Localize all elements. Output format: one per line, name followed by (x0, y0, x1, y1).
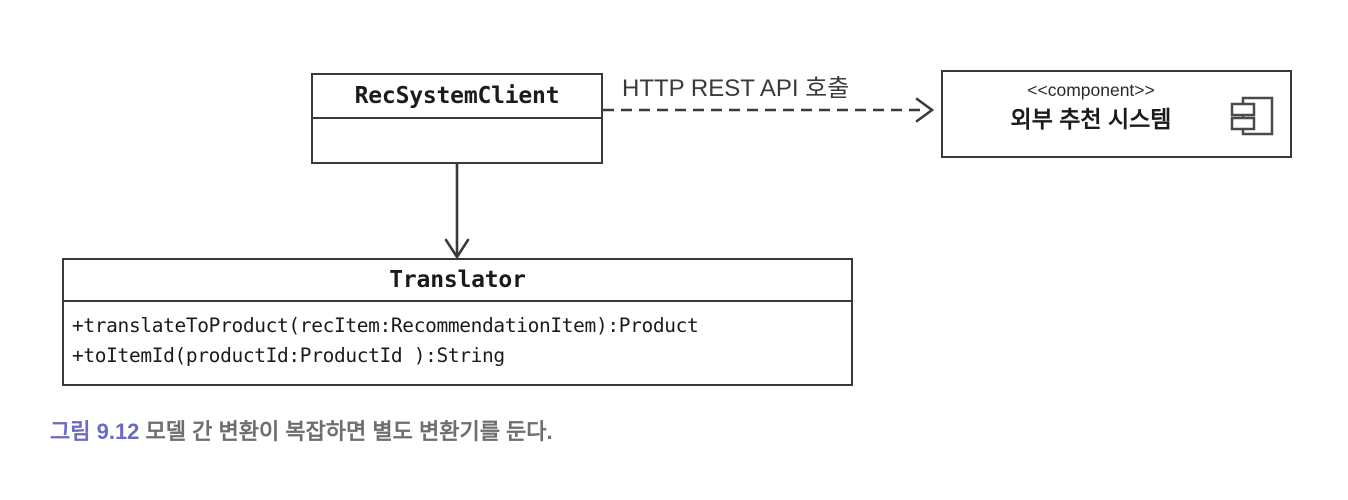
association-arrowhead (444, 238, 470, 260)
compartment-divider (313, 117, 601, 119)
class-name-compartment: RecSystemClient (313, 75, 601, 117)
class-name-label: RecSystemClient (354, 83, 560, 109)
class-box-translator[interactable]: Translator +translateToProduct(recItem:R… (62, 258, 853, 386)
component-stereotype-label: <<component>> (1027, 80, 1155, 100)
component-icon (1230, 96, 1274, 136)
connector-association (444, 164, 470, 260)
class-name-compartment: Translator (64, 260, 851, 300)
dependency-arrowhead (915, 97, 935, 123)
component-box-external-recommendation-system[interactable]: <<component>> 외부 추천 시스템 (941, 70, 1292, 158)
operation-line: +translateToProduct(recItem:Recommendati… (72, 314, 699, 337)
figure-number: 그림 9.12 (50, 419, 140, 444)
figure-caption-text: 모델 간 변환이 복잡하면 별도 변환기를 둔다. (139, 419, 553, 444)
edge-label-http-rest-api: HTTP REST API 호출 (622, 75, 850, 102)
class-box-recsystemclient[interactable]: RecSystemClient (311, 73, 603, 164)
operation-line: +toItemId(productId:ProductId ):String (72, 344, 505, 367)
class-name-label: Translator (389, 267, 526, 293)
class-operations-compartment: +translateToProduct(recItem:Recommendati… (64, 302, 851, 386)
compartment-divider (64, 300, 851, 302)
component-text-block: <<component>> 외부 추천 시스템 (957, 78, 1225, 135)
figure-caption: 그림 9.12 모델 간 변환이 복잡하면 별도 변환기를 둔다. (50, 414, 553, 446)
class-empty-compartment (313, 119, 601, 162)
component-name-label: 외부 추천 시스템 (1010, 106, 1172, 132)
